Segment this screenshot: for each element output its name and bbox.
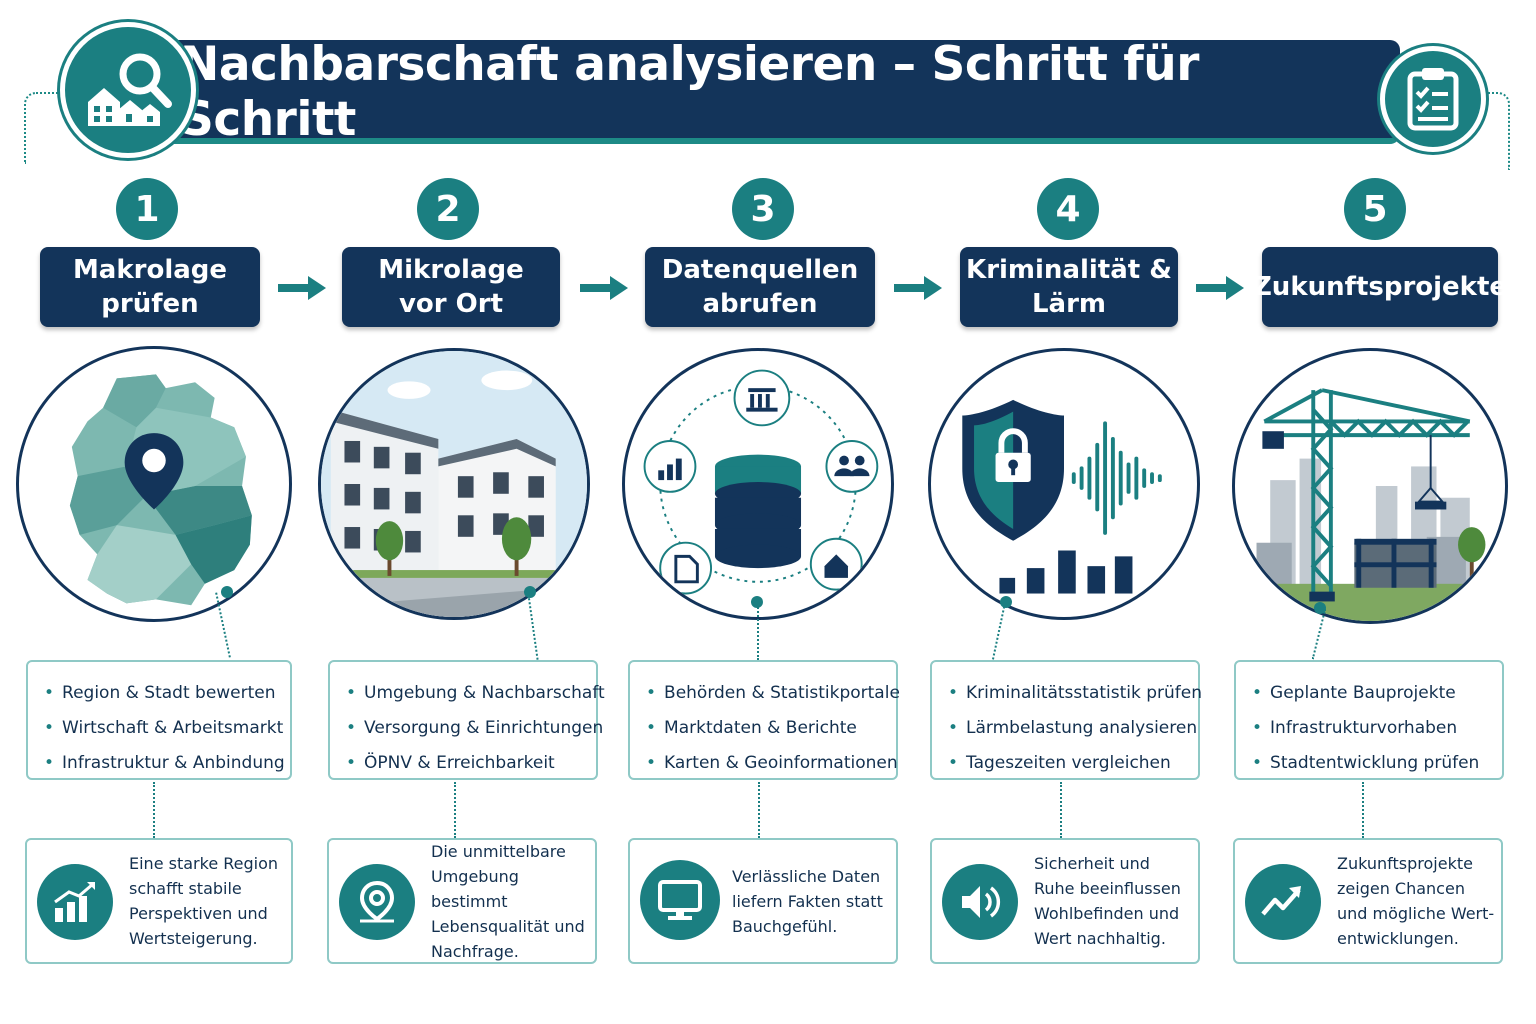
- step-4-connector: [991, 602, 1007, 660]
- monitor-icon: [640, 860, 720, 940]
- speaker-icon: [942, 864, 1018, 940]
- step-5-summary: Zukunftsprojekte zeigen Chancen und mögl…: [1233, 838, 1503, 964]
- step-5-title: Zukunftsprojekte: [1253, 247, 1507, 327]
- step-4-bullet: Kriminalitätsstatistik prüfen: [948, 676, 1202, 711]
- step-1-summary-text: Eine starke Region schafft stabile Persp…: [129, 854, 279, 948]
- step-2-title: Mikrolage vor Ort: [342, 247, 560, 327]
- step-2-illustration-residential-street: [318, 348, 590, 620]
- house-magnifier-icon: [60, 22, 196, 158]
- arrow-icon: [894, 276, 942, 304]
- step-3-connector: [757, 604, 759, 660]
- step-5-number: 5: [1344, 178, 1406, 240]
- step-3-title: Datenquellen abrufen: [645, 247, 875, 327]
- step-4-number: 4: [1037, 178, 1099, 240]
- page-title: Nachbarschaft analysieren – Schritt für …: [180, 37, 1199, 147]
- step-4-connector-lower: [1060, 782, 1062, 838]
- location-pin-icon: [339, 864, 415, 940]
- step-1-bullet: Region & Stadt bewerten: [44, 676, 290, 711]
- step-3-bullet: Behörden & Statistikportale: [646, 676, 900, 711]
- step-2-connector-lower: [454, 782, 456, 838]
- step-3-illustration-database-sources: [622, 348, 894, 620]
- step-1-connector-dot: [221, 586, 233, 598]
- step-3-connector-lower: [758, 782, 760, 838]
- bar-chart-growth-icon: [37, 864, 113, 940]
- step-4-summary: Sicherheit und Ruhe beeinflussen Wohlbef…: [930, 838, 1200, 964]
- step-5-bullets: Geplante Bauprojekte Infrastrukturvorhab…: [1234, 660, 1504, 780]
- step-2-bullet: Umgebung & Nachbarschaft: [346, 676, 605, 711]
- step-5-bullet: Stadtentwicklung prüfen: [1252, 746, 1502, 781]
- step-2-bullets: Umgebung & Nachbarschaft Versorgung & Ei…: [328, 660, 605, 781]
- step-5-connector: [1311, 608, 1327, 660]
- step-2-number: 2: [417, 178, 479, 240]
- step-1-title: Makrolage prüfen: [40, 247, 260, 327]
- step-3-summary: Verlässliche Daten liefern Fakten statt …: [628, 838, 898, 964]
- step-1-bullets: Region & Stadt bewerten Wirtschaft & Arb…: [26, 660, 292, 780]
- step-2-summary-text: Die unmittelbare Umgebung bestimmt Leben…: [431, 841, 585, 961]
- step-4-bullets: Kriminalitätsstatistik prüfen Lärmbelast…: [930, 660, 1202, 781]
- step-4-bullet: Tageszeiten vergleichen: [948, 746, 1198, 781]
- header-decoration-left: [24, 92, 66, 164]
- trend-up-icon: [1245, 864, 1321, 940]
- step-2-bullet: Versorgung & Einrichtungen: [346, 711, 603, 746]
- step-5-illustration-construction-crane: [1232, 348, 1508, 624]
- step-1-illustration-germany-map: [16, 346, 292, 622]
- step-3-number: 3: [732, 178, 794, 240]
- step-1-bullet: Wirtschaft & Arbeitsmarkt: [44, 711, 290, 746]
- clipboard-checklist-icon: [1380, 46, 1486, 152]
- step-4-summary-text: Sicherheit und Ruhe beeinflussen Wohlbef…: [1034, 854, 1181, 948]
- step-2-connector: [527, 594, 539, 660]
- step-4-illustration-shield-soundwave: [928, 348, 1200, 620]
- arrow-icon: [580, 276, 628, 304]
- step-4-title: Kriminalität & Lärm: [960, 247, 1178, 327]
- step-2-summary: Die unmittelbare Umgebung bestimmt Leben…: [327, 838, 597, 964]
- step-4-bullet: Lärmbelastung analysieren: [948, 711, 1198, 746]
- step-3-bullet: Karten & Geoinformationen: [646, 746, 898, 781]
- step-2-bullet: ÖPNV & Erreichbarkeit: [346, 746, 596, 781]
- step-2-connector-dot: [524, 586, 536, 598]
- step-3-bullet: Marktdaten & Berichte: [646, 711, 896, 746]
- step-1-connector-lower: [153, 782, 155, 838]
- step-4-connector-dot: [1000, 596, 1012, 608]
- step-5-connector-dot: [1314, 602, 1326, 614]
- step-1-number: 1: [116, 178, 178, 240]
- arrow-icon: [278, 276, 326, 304]
- title-banner: [150, 40, 1400, 144]
- step-1-summary: Eine starke Region schafft stabile Persp…: [25, 838, 293, 964]
- step-3-bullets: Behörden & Statistikportale Marktdaten &…: [628, 660, 900, 781]
- header-decoration-right: [1472, 92, 1510, 170]
- step-5-connector-lower: [1362, 782, 1364, 838]
- step-3-summary-text: Verlässliche Daten liefern Fakten statt …: [732, 866, 883, 936]
- step-5-summary-text: Zukunftsprojekte zeigen Chancen und mögl…: [1337, 854, 1495, 948]
- step-3-connector-dot: [751, 596, 763, 608]
- step-5-bullet: Geplante Bauprojekte: [1252, 676, 1502, 711]
- arrow-icon: [1196, 276, 1244, 304]
- step-1-bullet: Infrastruktur & Anbindung: [44, 746, 290, 781]
- step-5-bullet: Infrastrukturvorhaben: [1252, 711, 1502, 746]
